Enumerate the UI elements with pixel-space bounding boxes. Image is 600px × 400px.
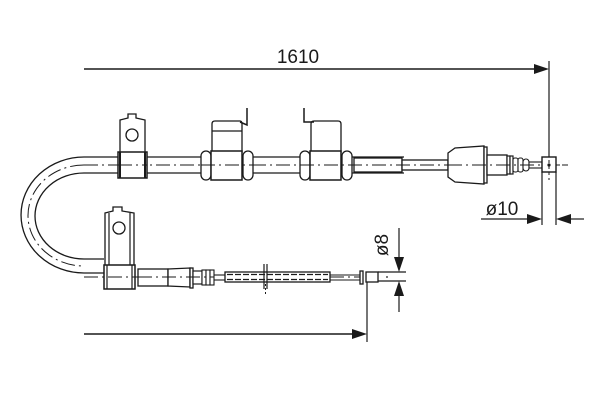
dimension-diameter-8: ø8 — [372, 228, 404, 312]
arrowhead-icon — [352, 329, 367, 339]
barrel-end-lower — [359, 270, 406, 342]
adjuster-housing — [447, 145, 565, 185]
arrowhead-icon — [394, 281, 404, 296]
mounting-hole-icon — [112, 221, 126, 235]
bracket-lower-left — [84, 206, 140, 290]
arrowhead-icon — [534, 64, 549, 74]
arrowhead-icon — [527, 214, 542, 224]
dimension-label-diameter-10: ø10 — [486, 199, 519, 220]
clip-upper-1 — [200, 108, 254, 181]
cable-u-bend — [20, 156, 104, 274]
dimension-overall-length: 1610 — [84, 47, 550, 158]
dimension-label-length: 1610 — [277, 47, 319, 68]
mounting-hole-icon — [125, 128, 139, 142]
dimension-lower-reference — [84, 329, 367, 339]
eye-end-right — [541, 154, 568, 225]
lower-cable — [137, 267, 225, 289]
arrowhead-icon — [394, 257, 404, 272]
arrowhead-icon — [556, 214, 571, 224]
bracket-upper-left — [117, 113, 148, 179]
inner-cable-lower — [224, 264, 360, 296]
clip-upper-2 — [299, 108, 353, 181]
dimension-diameter-10: ø10 — [481, 199, 584, 224]
dimension-label-diameter-8: ø8 — [372, 234, 393, 256]
